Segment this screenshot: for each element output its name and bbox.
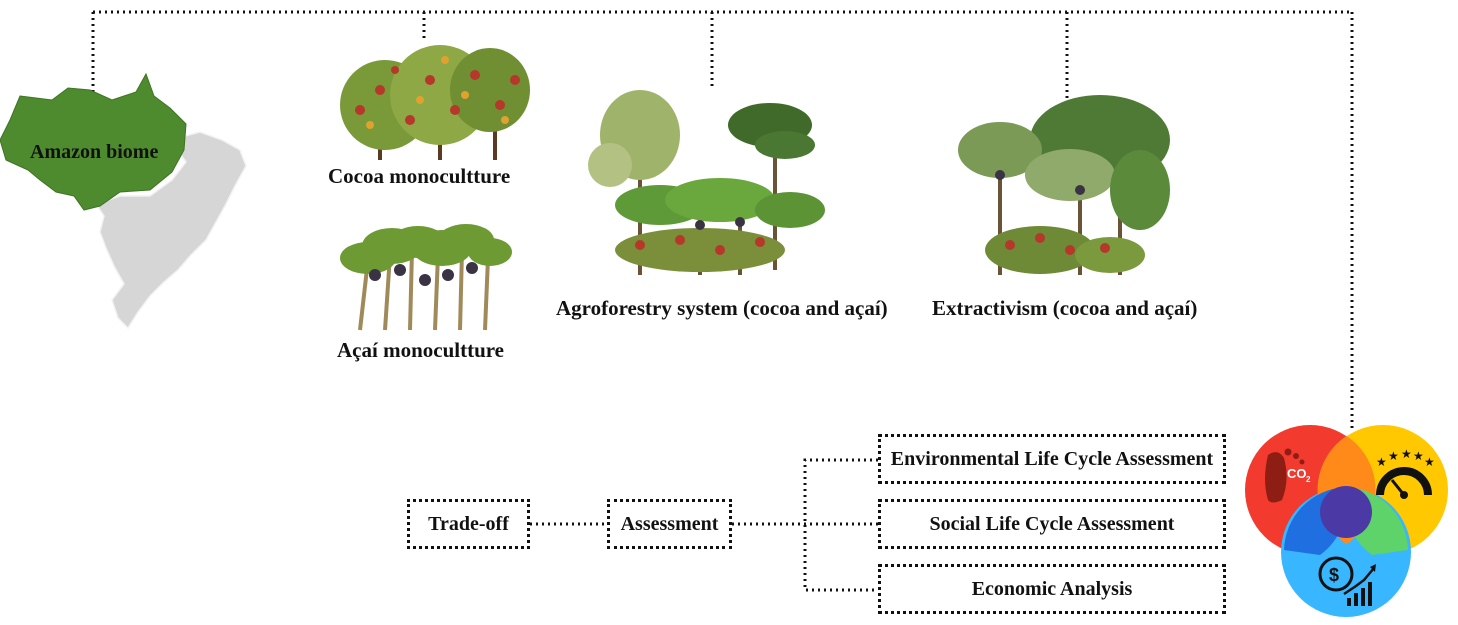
economic-analysis-box: Economic Analysis bbox=[878, 564, 1226, 614]
sustainability-venn: CO 2 ★ ★ ★ ★ ★ $ bbox=[1245, 425, 1448, 617]
footprint-co2-icon: CO 2 bbox=[1265, 448, 1311, 503]
svg-text:★: ★ bbox=[1376, 455, 1387, 469]
extractivism-illustration bbox=[958, 95, 1170, 275]
acai-monoculture-label: Açaí monocultture bbox=[337, 338, 505, 362]
center-overlap bbox=[1320, 486, 1372, 538]
extractivism-label: Extractivism (cocoa and açaí) bbox=[932, 296, 1198, 320]
environmental-lca-box: Environmental Life Cycle Assessment bbox=[878, 434, 1226, 484]
amazon-biome-label: Amazon biome bbox=[30, 141, 159, 163]
svg-text:★: ★ bbox=[1413, 449, 1424, 463]
svg-text:★: ★ bbox=[1424, 455, 1435, 469]
flow-connectors bbox=[530, 458, 878, 592]
svg-text:★: ★ bbox=[1401, 447, 1412, 461]
social-lca-box: Social Life Cycle Assessment bbox=[878, 499, 1226, 549]
methods-bracket-line bbox=[803, 458, 878, 592]
cocoa-monoculture-label: Cocoa monocultture bbox=[328, 164, 511, 188]
tradeoff-box: Trade-off bbox=[407, 499, 530, 549]
co2-text: CO bbox=[1287, 466, 1307, 481]
agroforestry-label: Agroforestry system (cocoa and açaí) bbox=[556, 296, 888, 320]
top-connector-lines bbox=[91, 10, 1354, 430]
amazon-region-shape bbox=[0, 72, 187, 211]
agroforestry-illustration bbox=[588, 90, 825, 275]
gauge-stars-icon: ★ ★ ★ ★ ★ bbox=[1376, 447, 1435, 499]
brazil-map bbox=[0, 72, 247, 330]
co2-subscript: 2 bbox=[1306, 475, 1311, 484]
svg-text:★: ★ bbox=[1388, 449, 1399, 463]
svg-text:$: $ bbox=[1329, 565, 1339, 585]
assessment-box: Assessment bbox=[607, 499, 732, 549]
dollar-growth-icon: $ bbox=[1318, 556, 1376, 606]
acai-monoculture-illustration bbox=[340, 224, 512, 331]
cocoa-monoculture-illustration bbox=[340, 45, 530, 160]
